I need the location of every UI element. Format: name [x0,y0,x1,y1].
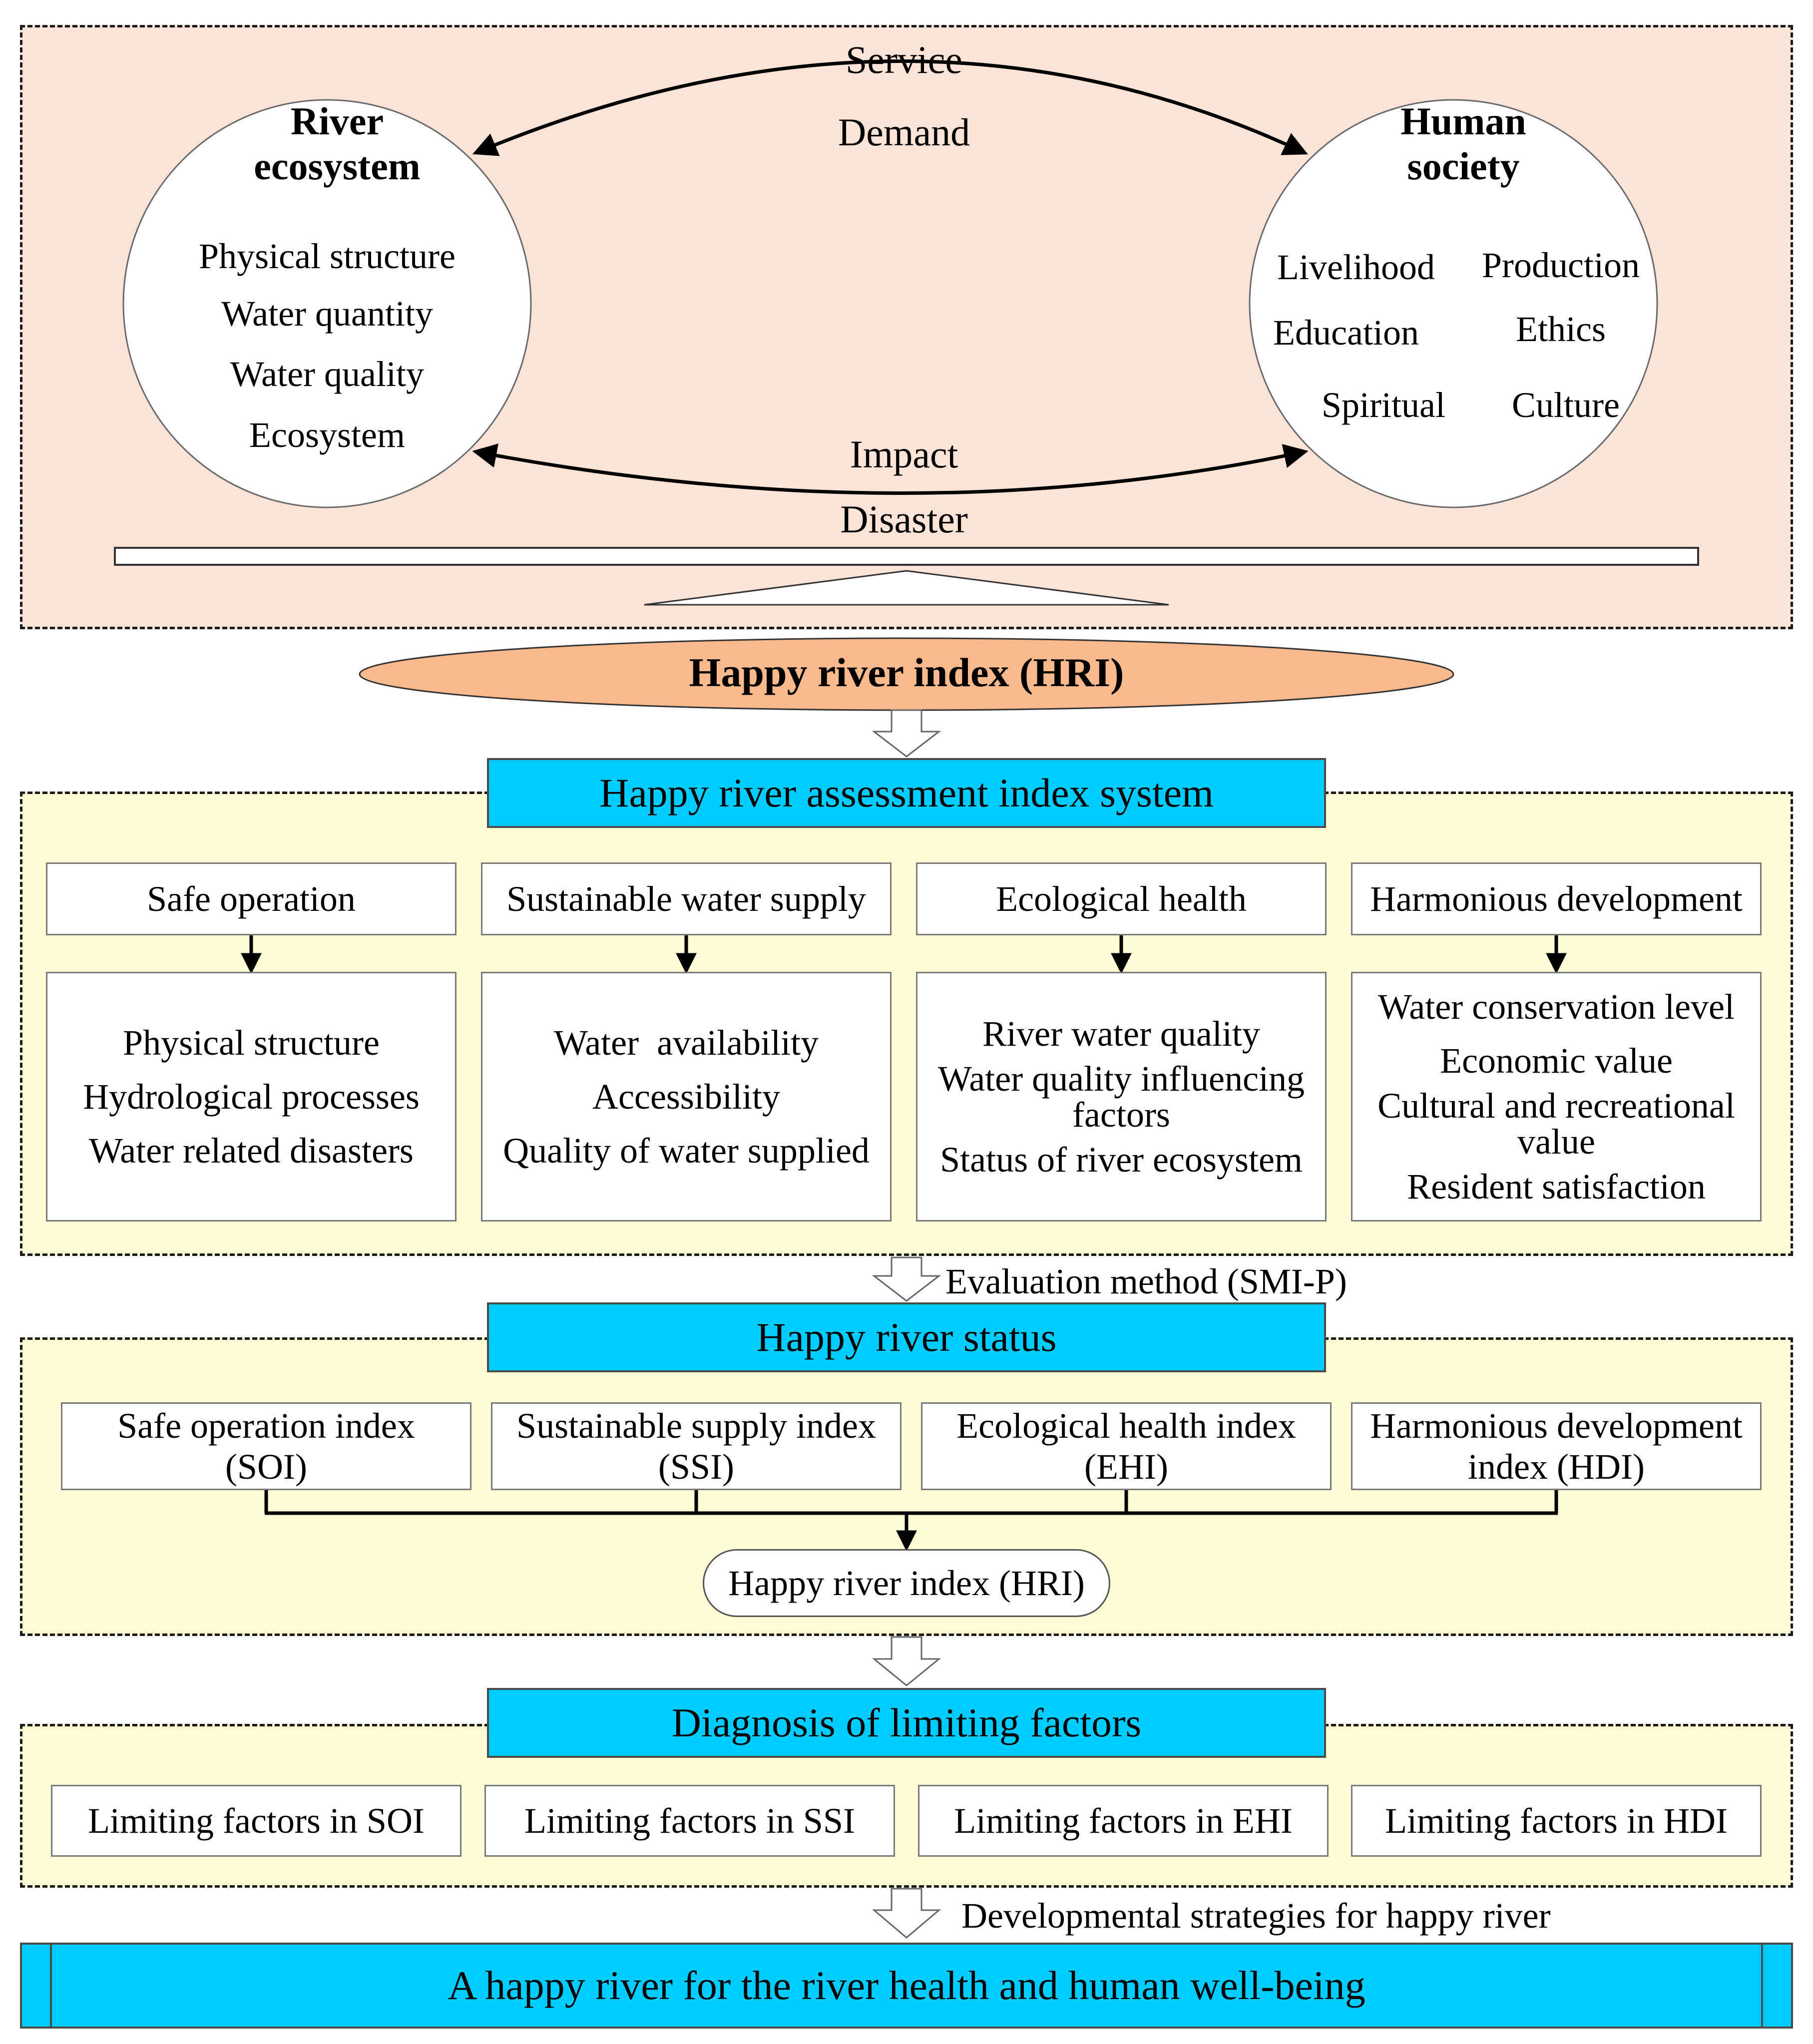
human-item: Education [1273,313,1419,353]
assessment-title: Happy river assessment index system [487,758,1326,828]
diagnosis-title: Diagnosis of limiting factors [487,1688,1326,1758]
service-arrow [472,59,1308,156]
index-ehi: Ecological health index(EHI) [921,1402,1332,1490]
status-title: Happy river status [487,1302,1326,1372]
human-item: Ethics [1516,309,1606,349]
index-ssi: Sustainable supply index(SSI) [491,1402,902,1490]
disaster-triangle [644,570,1169,606]
category-harmonious-development: Harmonious development [1351,862,1762,935]
impact-label: Impact [850,432,958,476]
river-item: Water quantity [221,294,434,334]
indicators-sustainable-water-supply: Water availability Accessibility Quality… [481,972,892,1222]
limiting-factors-ssi: Limiting factors in SSI [484,1785,895,1857]
category-ecological-health: Ecological health [916,862,1327,935]
final-goal-bar: A happy river for the river health and h… [20,1943,1793,2029]
down-arrow-1 [872,709,941,758]
human-item: Production [1482,245,1640,285]
human-society-circle [1249,99,1658,508]
top-graphics [114,59,1699,606]
disaster-bar [114,547,1699,566]
final-bar-left-edge [50,1944,52,2027]
status-hri-pill: Happy river index (HRI) [703,1549,1110,1617]
river-item: Physical structure [199,236,455,276]
category-safe-operation: Safe operation [46,862,456,935]
limiting-factors-hdi: Limiting factors in HDI [1351,1785,1762,1857]
human-item: Culture [1512,385,1620,425]
indicators-ecological-health: River water quality Water quality influe… [916,972,1327,1222]
down-arrow-3 [872,1636,941,1686]
strategies-label: Developmental strategies for happy river [961,1896,1551,1936]
limiting-factors-ehi: Limiting factors in EHI [918,1785,1329,1857]
category-sustainable-water-supply: Sustainable water supply [481,862,892,935]
river-item: Ecosystem [249,415,405,455]
down-arrow-2 [872,1256,941,1302]
human-item: Spiritual [1322,385,1445,425]
river-item: Water quality [230,354,425,394]
impact-arrow [472,443,1309,495]
limiting-factors-soi: Limiting factors in SOI [51,1785,461,1857]
hri-ellipse-label: Happy river index (HRI) [689,650,1124,695]
service-label: Service [846,38,962,81]
index-soi: Safe operation index(SOI) [61,1402,471,1490]
indicators-safe-operation: Physical structure Hydrological processe… [46,972,456,1222]
river-ecosystem-circle [122,99,532,508]
demand-label: Demand [838,110,970,154]
final-bar-right-edge [1761,1944,1763,2027]
down-arrow-4 [872,1888,941,1939]
indicators-harmonious-development: Water conservation level Economic value … [1351,972,1762,1222]
human-item: Livelihood [1277,247,1435,287]
evaluation-method-label: Evaluation method (SMI-P) [945,1261,1347,1301]
disaster-label: Disaster [840,497,968,541]
